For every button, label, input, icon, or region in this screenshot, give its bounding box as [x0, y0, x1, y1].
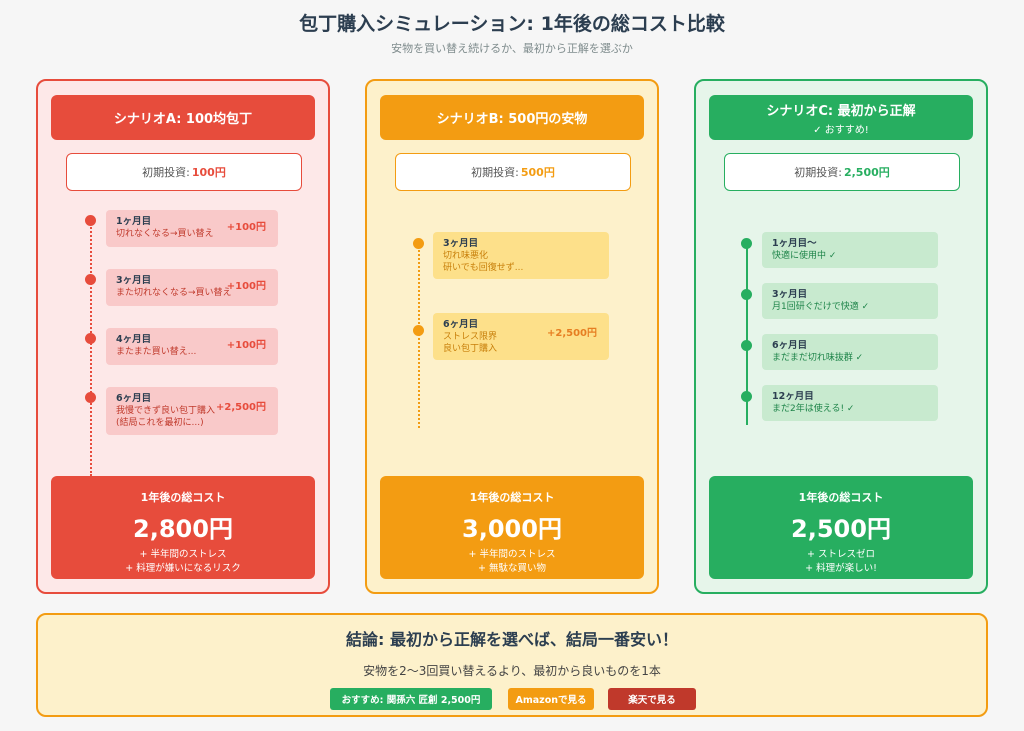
timeline-event: 1ヶ月目〜 快適に使用中 ✓	[762, 232, 938, 268]
invest-amount: 500円	[520, 166, 555, 179]
scenario-c-card: シナリオC: 最初から正解 ✓ おすすめ! 初期投資: 2,500円 1ヶ月目〜…	[694, 79, 988, 594]
timeline-event: 3ヶ月目 切れ味悪化 研いでも回復せず...	[433, 232, 609, 279]
event-cost: +100円	[226, 340, 266, 351]
rakuten-button[interactable]: 楽天で見る	[608, 688, 696, 710]
event-cost: +100円	[226, 281, 266, 292]
event-desc: まだまだ切れ味抜群 ✓	[772, 353, 864, 363]
event-cost: +2,500円	[546, 328, 597, 339]
timeline-dot	[741, 289, 752, 300]
recommended-badge: ✓ おすすめ!	[813, 124, 869, 136]
total-label: 1年後の総コスト	[469, 491, 555, 504]
event-desc: 月1回研ぐだけで快適 ✓	[772, 302, 870, 312]
scenario-a-total-box: 1年後の総コスト 2,800円 + 半年間のストレス + 料理が嫌いになるリスク	[51, 476, 315, 579]
event-desc-extra: 良い包丁購入	[443, 344, 498, 354]
scenario-b-title: シナリオB: 500円の安物	[436, 112, 588, 127]
timeline-dot	[85, 333, 96, 344]
timeline-event: 3ヶ月目 また切れなくなる→買い替え +100円	[106, 269, 278, 306]
event-desc: 切れなくなる→買い替え	[116, 229, 214, 239]
total-cost: 2,500円	[791, 515, 891, 543]
event-month: 3ヶ月目	[443, 238, 479, 249]
recommended-product-button[interactable]: おすすめ: 関孫六 匠創 2,500円	[330, 688, 492, 710]
timeline-dot	[413, 238, 424, 249]
total-note: + 無駄な買い物	[478, 563, 546, 574]
invest-label: 初期投資:	[471, 166, 519, 179]
event-desc: また切れなくなる→買い替え	[116, 288, 232, 298]
timeline-event: 6ヶ月目 我慢できず良い包丁購入 (結局これを最初に...) +2,500円	[106, 387, 278, 435]
event-month: 3ヶ月目	[116, 275, 152, 286]
scenario-b-initial-investment: 初期投資: 500円	[395, 153, 631, 191]
scenario-a-card: シナリオA: 100均包丁 初期投資: 100円 1ヶ月目 切れなくなる→買い替…	[36, 79, 330, 594]
scenario-a-title: シナリオA: 100均包丁	[113, 112, 253, 127]
scenario-c-total-box: 1年後の総コスト 2,500円 + ストレスゼロ + 料理が楽しい!	[709, 476, 973, 579]
scenario-b-header: シナリオB: 500円の安物	[380, 95, 644, 140]
scenario-c-header: シナリオC: 最初から正解 ✓ おすすめ!	[709, 95, 973, 140]
scenario-a-initial-investment: 初期投資: 100円	[66, 153, 302, 191]
event-month: 6ヶ月目	[443, 319, 479, 330]
event-month: 3ヶ月目	[772, 289, 808, 300]
event-desc: 我慢できず良い包丁購入	[116, 406, 216, 416]
page-title: 包丁購入シミュレーション: 1年後の総コスト比較	[299, 13, 725, 35]
scenario-b-total-box: 1年後の総コスト 3,000円 + 半年間のストレス + 無駄な買い物	[380, 476, 644, 579]
conclusion-text: 安物を2〜3回買い替えるより、最初から良いものを1本	[363, 664, 661, 678]
timeline-dot	[413, 325, 424, 336]
timeline-event: 4ヶ月目 またまた買い替え... +100円	[106, 328, 278, 365]
event-month: 1ヶ月目	[116, 216, 152, 227]
timeline-event: 6ヶ月目 ストレス限界 良い包丁購入 +2,500円	[433, 313, 609, 360]
event-desc: まだ2年は使える! ✓	[772, 404, 855, 414]
timeline-event: 6ヶ月目 まだまだ切れ味抜群 ✓	[762, 334, 938, 370]
timeline-dot	[741, 238, 752, 249]
total-note: + 料理が楽しい!	[805, 563, 877, 574]
timeline-dot	[85, 392, 96, 403]
timeline-line	[90, 220, 92, 476]
timeline-dot	[741, 391, 752, 402]
event-month: 6ヶ月目	[116, 393, 152, 404]
event-month: 1ヶ月目〜	[772, 238, 817, 249]
conclusion-box: 結論: 最初から正解を選べば、結局一番安い！ 安物を2〜3回買い替えるより、最初…	[36, 613, 988, 717]
event-desc: 快適に使用中 ✓	[772, 251, 837, 261]
event-desc: ストレス限界	[443, 332, 498, 342]
event-desc-extra: 研いでも回復せず...	[443, 263, 524, 273]
event-month: 6ヶ月目	[772, 340, 808, 351]
total-note: + 半年間のストレス	[139, 549, 227, 560]
page-subtitle: 安物を買い替え続けるか、最初から正解を選ぶか	[391, 42, 633, 55]
timeline-dot	[85, 274, 96, 285]
event-desc: 切れ味悪化	[443, 251, 489, 261]
scenario-c-title: シナリオC: 最初から正解	[766, 103, 916, 119]
total-note: + 半年間のストレス	[468, 549, 556, 560]
amazon-button[interactable]: Amazonで見る	[508, 688, 594, 710]
event-desc: またまた買い替え...	[116, 347, 197, 357]
timeline-line	[746, 243, 748, 425]
event-cost: +2,500円	[215, 402, 266, 413]
timeline-dot	[741, 340, 752, 351]
invest-label: 初期投資:	[794, 166, 842, 179]
scenario-a-header: シナリオA: 100均包丁	[51, 95, 315, 140]
timeline-event: 1ヶ月目 切れなくなる→買い替え +100円	[106, 210, 278, 247]
timeline-event: 12ヶ月目 まだ2年は使える! ✓	[762, 385, 938, 421]
event-desc-extra: (結局これを最初に...)	[116, 418, 204, 428]
total-label: 1年後の総コスト	[140, 491, 226, 504]
total-note: + ストレスゼロ	[807, 549, 875, 560]
total-cost: 2,800円	[133, 515, 233, 543]
total-cost: 3,000円	[462, 515, 562, 543]
timeline-dot	[85, 215, 96, 226]
event-cost: +100円	[226, 222, 266, 233]
event-month: 4ヶ月目	[116, 334, 152, 345]
invest-label: 初期投資:	[142, 166, 190, 179]
timeline-event: 3ヶ月目 月1回研ぐだけで快適 ✓	[762, 283, 938, 319]
total-label: 1年後の総コスト	[798, 491, 884, 504]
invest-amount: 2,500円	[843, 166, 890, 179]
event-month: 12ヶ月目	[772, 391, 814, 402]
total-note: + 料理が嫌いになるリスク	[125, 563, 241, 574]
invest-amount: 100円	[191, 166, 226, 179]
scenario-b-card: シナリオB: 500円の安物 初期投資: 500円 3ヶ月目 切れ味悪化 研いで…	[365, 79, 659, 594]
scenario-c-initial-investment: 初期投資: 2,500円	[724, 153, 960, 191]
conclusion-heading: 結論: 最初から正解を選べば、結局一番安い！	[346, 630, 678, 649]
